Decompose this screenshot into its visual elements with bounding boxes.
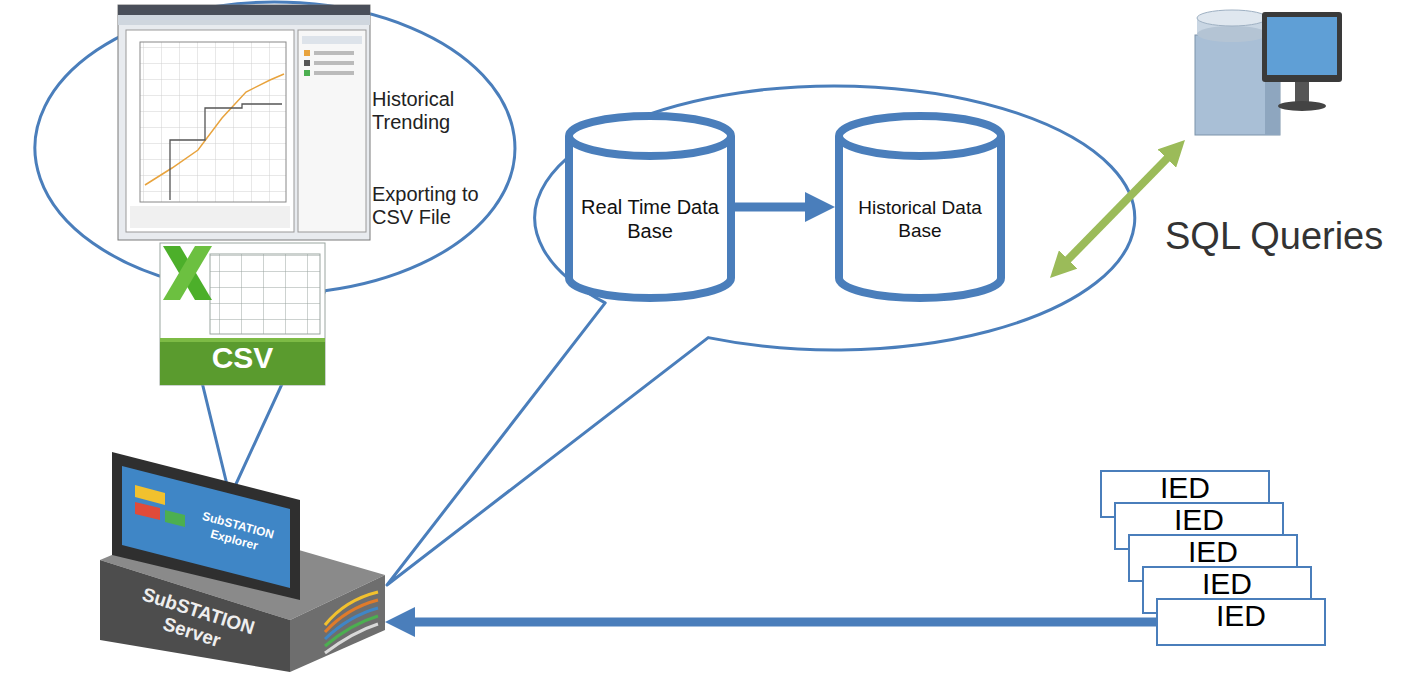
trend-screenshot-part (304, 70, 310, 76)
cylinder-body (839, 136, 1001, 298)
sql-client-computer-part (1267, 17, 1337, 75)
sql-query-arrow (1067, 157, 1168, 261)
icon-label: CSV (160, 340, 325, 375)
node-label: Historical Data Base (851, 196, 989, 242)
csv-icon-part (210, 254, 320, 334)
csv-icon (160, 243, 325, 385)
cylinder-body (569, 136, 731, 298)
flow-arrow (735, 203, 807, 212)
fiber-optic-icon (325, 592, 378, 653)
server-icon: SubSTATION ExplorerSubSTATION Server (100, 450, 385, 672)
sql-client-computer-part (1295, 82, 1309, 102)
trend-screenshot-part (126, 30, 294, 232)
server-illustration-part (135, 502, 160, 520)
connection-label: SQL Queries (1165, 214, 1395, 258)
sql-client-computer-part (1197, 26, 1267, 42)
trend-screenshot-part (304, 60, 310, 66)
flow-arrow (413, 618, 1156, 627)
database-cylinder: Historical Data Base (835, 112, 1005, 302)
server-illustration-part (135, 485, 165, 505)
trend-screenshot-part (314, 71, 354, 75)
trend-screenshot-part (298, 30, 366, 232)
node-label: IED (1202, 569, 1252, 599)
cylinder-top (839, 116, 1001, 156)
server-illustration (100, 452, 385, 672)
node-label: IED (1174, 505, 1224, 535)
csv-icon-part (160, 338, 325, 385)
csv-icon-part (163, 246, 212, 300)
fiber-optic-icon-part (325, 624, 378, 653)
sql-client-computer-part (1278, 101, 1326, 111)
trend-screenshot-part (302, 36, 362, 44)
server-illustration-part (165, 510, 185, 527)
csv-icon-part (163, 246, 212, 300)
trend-screenshot-part (118, 15, 370, 25)
feature-label: Exporting to CSV File (372, 183, 502, 229)
node-label: Real Time Data Base (581, 195, 719, 243)
sql-client-computer (1195, 10, 1342, 135)
trend-screenshot-part (140, 42, 286, 202)
callout-bubble (387, 86, 1135, 585)
server-illustration-part (112, 452, 300, 600)
server-caption: SubSTATION Explorer (193, 508, 280, 558)
sql-client-computer-part (1197, 10, 1267, 26)
server-illustration-part (290, 575, 385, 672)
ied-box: IED (1156, 598, 1326, 646)
sql-client-computer-part (1262, 12, 1342, 82)
node-label: IED (1216, 601, 1266, 631)
trend-screenshot-part (314, 61, 354, 65)
cylinder-top (569, 116, 731, 156)
feature-label: Historical Trending (372, 88, 502, 134)
trend-screenshot-part (145, 74, 284, 185)
trend-screenshot-part (304, 50, 310, 56)
trend-screenshot-part (118, 5, 370, 15)
trend-screenshot-part (170, 104, 282, 200)
server-caption: SubSTATION Server (117, 578, 273, 665)
trend-screenshot-part (314, 51, 354, 55)
trend-screenshot-part (130, 206, 290, 228)
node-label: IED (1160, 473, 1210, 503)
database-cylinder: Real Time Data Base (565, 112, 735, 302)
node-label: IED (1188, 537, 1238, 567)
trend-screenshot (118, 5, 370, 240)
callout-bubble (35, 2, 515, 497)
trend-screenshot-part (118, 5, 370, 240)
server-illustration-part (122, 466, 290, 588)
csv-icon-part (160, 243, 325, 385)
fiber-optic-icon-part (325, 616, 378, 646)
